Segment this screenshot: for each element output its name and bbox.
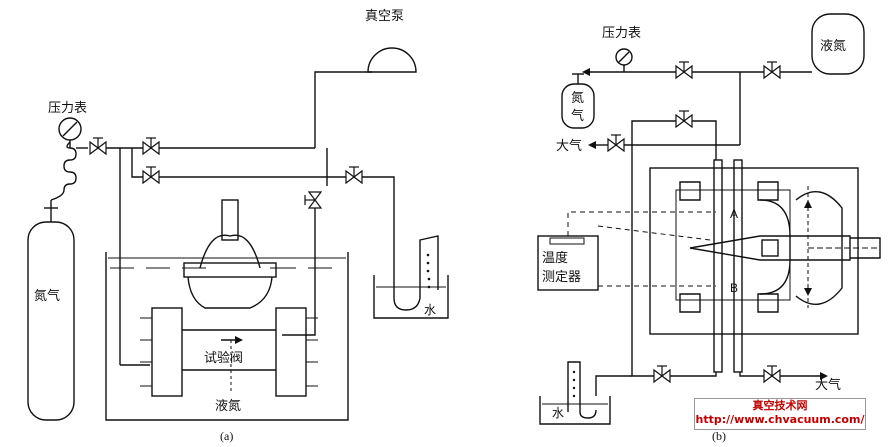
- watermark-line1: 真空技术网: [752, 399, 808, 412]
- vessel-box-b: [649, 159, 859, 373]
- vacuum-pump-a: [367, 47, 417, 73]
- pressure-gauge-a: [58, 117, 82, 148]
- caption-b: (b): [712, 429, 726, 443]
- water-bath-a: [373, 235, 449, 319]
- nitrogen-gas-label-a: 氮气: [34, 288, 60, 304]
- pressure-gauge-label-b: 压力表: [602, 26, 641, 41]
- nitrogen-cylinder-a: [27, 200, 75, 421]
- nitrogen-gas-label-b1: 氮: [571, 91, 584, 106]
- pressure-gauge-b: [615, 48, 633, 72]
- pressure-gauge-label-a: 压力表: [48, 101, 87, 116]
- caption-a: (a): [220, 429, 233, 443]
- nitrogen-gas-label-b2: 气: [571, 108, 584, 124]
- water-label-a: 水: [424, 303, 436, 317]
- temp-device-label-1: 温度: [542, 250, 568, 266]
- liquid-nitrogen-label-a: 液氮: [215, 399, 241, 414]
- diagram-b: 压力表 液氮 氮 气 大气 温度 测定器 A B 大气 水 (b): [537, 13, 881, 443]
- point-a-label: A: [730, 207, 738, 221]
- watermark-line2: http://www.chvacuum.com/: [695, 413, 865, 426]
- vacuum-pump-label: 真空泵: [365, 9, 404, 24]
- liquid-nitrogen-label-b: 液氮: [820, 39, 846, 54]
- atmosphere-label-top: 大气: [556, 138, 582, 154]
- ln2-bath-a: [105, 252, 349, 421]
- test-valve-body: [140, 199, 318, 397]
- ln2-tank-b: [811, 13, 865, 75]
- diagram-a: 压力表 真空泵 氮气 试验阀 液氮 水 (a): [27, 9, 449, 443]
- valve-internals-b: [679, 181, 881, 313]
- temp-device-b: [537, 211, 716, 291]
- test-valve-label: 试验阀: [204, 350, 243, 366]
- coil-tube: [50, 141, 77, 201]
- temp-device-label-2: 测定器: [542, 270, 581, 285]
- water-label-b: 水: [552, 406, 564, 420]
- nitrogen-cylinder-b: [561, 73, 595, 129]
- point-b-label: B: [730, 281, 738, 295]
- watermark-badge: 真空技术网 http://www.chvacuum.com/: [694, 398, 866, 430]
- atmosphere-label-bottom: 大气: [815, 377, 841, 393]
- water-bath-b: [539, 361, 611, 425]
